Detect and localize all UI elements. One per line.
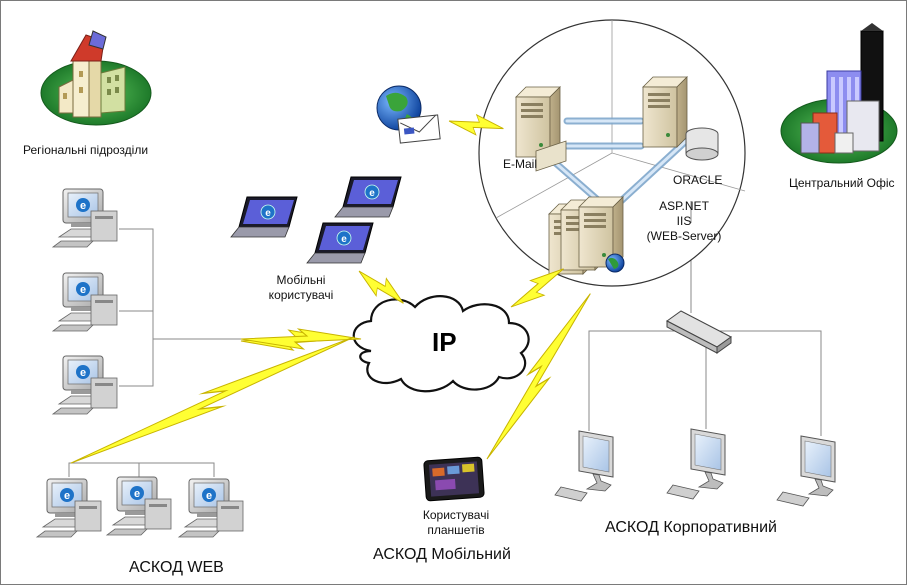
desktop-computer-icon [106,476,172,536]
laptop-icon [306,222,374,264]
oracle-server-icon [642,76,688,148]
mobile-users-label-line2: користувачі [268,288,334,302]
monitor-icon [776,435,836,507]
desktop-computer-icon [178,478,244,538]
laptop-icon [334,176,402,218]
tablet-icon [423,456,485,502]
web-server-label-line2: IIS [676,214,692,228]
desktop-computer-icon [36,478,102,538]
building-icon [40,30,152,126]
regional-label: Регіональні підрозділи [23,143,149,157]
cloud-icon [352,295,530,393]
web-server-label-line3: (WEB-Server) [646,229,722,243]
tablet-users-label-line1: Користувачі [422,508,490,522]
city-icon [780,23,898,164]
web-server-label-line1: ASP.NET [659,199,709,213]
email-label: E-Mail [503,157,538,171]
web-server-icon [548,196,625,275]
segment-corporate-label: АСКОД Корпоративний [605,519,777,536]
email-server-icon [515,86,567,172]
ip-cloud-label: IP [432,327,457,357]
laptop-icon [230,196,298,238]
monitor-icon [666,428,726,500]
oracle-label: ORACLE [673,173,723,187]
monitor-icon [554,430,614,502]
mobile-users-label-line1: Мобільні [276,273,326,287]
switch-icon [666,310,732,354]
central-office-label: Центральний Офіс [789,176,895,190]
segment-web-label: АСКОД WEB [129,559,224,576]
database-icon [685,127,719,161]
desktop-computer-icon [52,272,118,332]
tablet-users-label-line2: планшетів [427,523,485,537]
globe-mail-icon [376,85,441,144]
desktop-computer-icon [52,188,118,248]
segment-mobile-label: АСКОД Мобільний [373,546,511,563]
desktop-computer-icon [52,355,118,415]
